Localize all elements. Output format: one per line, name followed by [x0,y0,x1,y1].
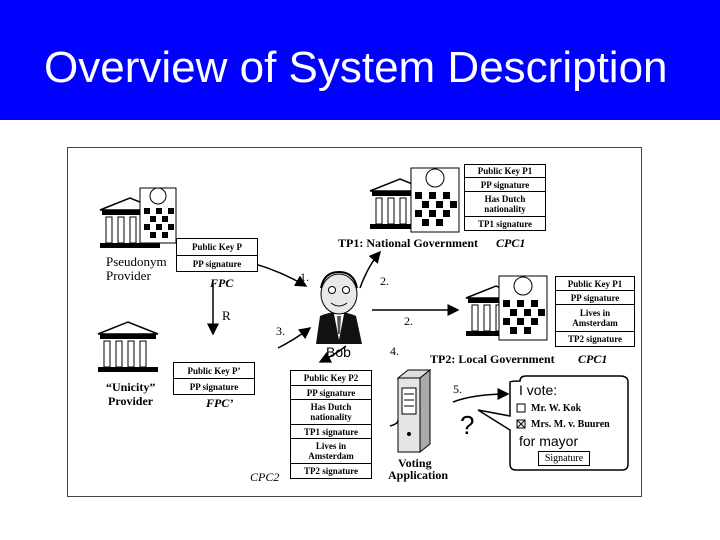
step-1-label: 1. [300,270,309,284]
cpc1-national-sig-row: PP signature [464,177,546,192]
fpc-prime-sig-row: PP signature [173,378,255,395]
cpc1-national-attr-row: Has Dutch nationality [464,191,546,217]
slide-title: Overview of System Description [44,43,668,92]
cpc1-local-tp-sig-row: TP2 signature [555,331,635,347]
ballot-heading: I vote: [519,382,558,398]
cpc2-tp2-sig-row: TP2 signature [290,463,372,479]
cpc2-sig-row: PP signature [290,385,372,400]
unicity-provider-name-line1: “Unicity” [106,380,156,394]
pseudonym-provider-name-line2: Provider [106,268,151,283]
arrow-step-5 [452,388,510,403]
official-person-icon [139,187,177,244]
cpc2-residence-row: Lives in Amsterdam [290,438,372,464]
cpc1-local-sig-row: PP signature [555,290,635,305]
diagram-graphics [97,167,629,471]
national-cpc-label: CPC1 [496,236,526,250]
cpc2-nationality-row: Has Dutch nationality [290,399,372,425]
title-bar: Overview of System Description [0,0,720,120]
ballot-option-1: Mr. W. Kok [531,403,582,414]
system-diagram: Pseudonym Provider Public Key P PP signa… [67,147,642,497]
ballot-signature-box: Signature [538,451,590,466]
bob-person-icon [316,270,362,344]
step-4-label: 4. [390,344,399,358]
voting-label-line2: Application [388,468,449,482]
step-2-label-right: 2. [404,314,413,328]
pseudonym-provider-name-line1: Pseudonym [106,254,167,269]
local-government-label: TP2: Local Government [430,352,555,366]
cpc1-local-attr-row: Lives in Amsterdam [555,304,635,332]
ballot-option-2: Mrs. M. v. Buuren [531,419,610,430]
fpc-prime-label: FPC’ [206,396,234,410]
fpc-sig-row: PP signature [176,255,258,272]
unicity-provider-building-icon [97,321,159,372]
local-official-icon [498,275,548,341]
arrow-step-3 [277,327,312,349]
unicity-provider-name-line2: Provider [108,394,154,408]
ballot-footer: for mayor [519,433,579,449]
arrow-step-4 [318,345,347,363]
voting-label-line1: Voting [398,456,432,470]
national-government-label: TP1: National Government [338,236,478,250]
step-5-label: 5. [453,382,462,396]
cpc1-national-tp-sig-row: TP1 signature [464,216,546,231]
step-3-label: 3. [276,324,285,338]
fpc-label: FPC [210,276,234,290]
ballot-callout-shape [477,375,629,471]
fpc-prime-key-row: Public Key P’ [173,362,255,379]
voting-computer-icon [396,368,432,454]
question-mark: ? [460,410,475,440]
national-official-icon [410,167,460,233]
fpc-key-row: Public Key P [176,238,258,256]
cpc1-local-key-row: Public Key P1 [555,276,635,291]
cpc2-tp1-sig-row: TP1 signature [290,424,372,439]
cpc1-national-key-row: Public Key P1 [464,164,546,178]
cpc2-key-row: Public Key P2 [290,370,372,386]
cpc2-label: CPC2 [250,470,280,484]
arrow-to-voting [389,419,399,427]
bob-label: Bob [326,344,351,360]
step-2-label-top: 2. [380,274,389,288]
arrow-step-2-up [359,250,381,289]
r-label: R [222,308,231,323]
local-cpc-label: CPC1 [578,352,608,366]
ballot-checkbox-1 [516,403,526,413]
